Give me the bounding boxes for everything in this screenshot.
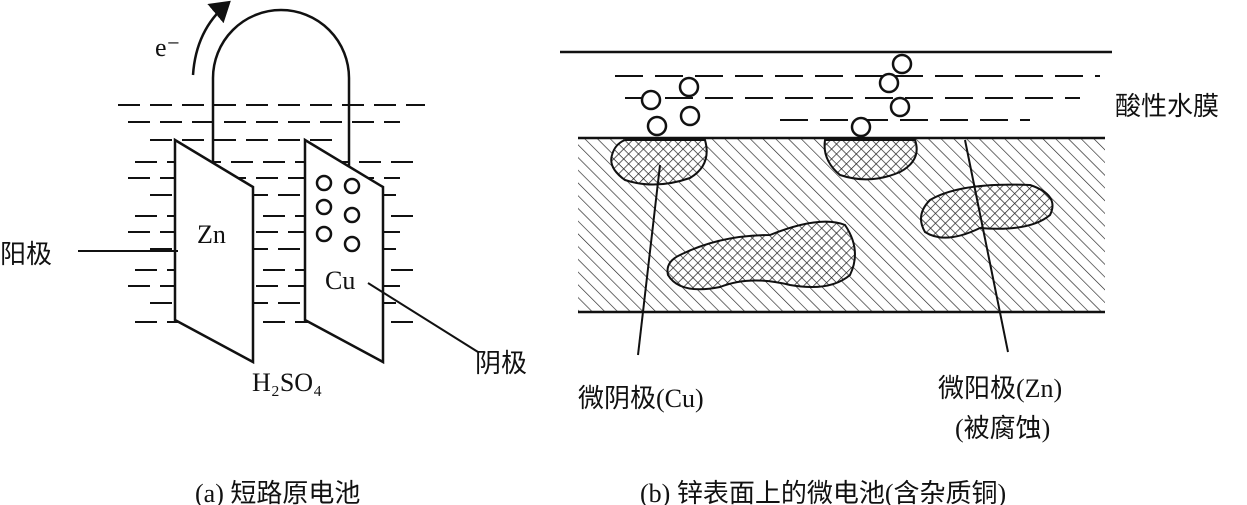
electron-flow-arrow xyxy=(191,0,231,76)
zn-plate xyxy=(173,137,255,365)
caption-a: (a) 短路原电池 xyxy=(195,479,361,505)
micro-anode-label: 微阳极(Zn) xyxy=(938,374,1063,403)
cu-plate xyxy=(303,137,385,365)
copper-impurities xyxy=(610,139,1054,291)
corroded-label: (被腐蚀) xyxy=(955,414,1051,443)
hydrogen-bubbles xyxy=(315,174,361,253)
electrolyte-label: H₂SO₄ xyxy=(252,368,323,397)
cu-label: Cu xyxy=(325,266,356,295)
cathode-label: 阴极 xyxy=(475,349,528,378)
acid-film-label: 酸性水膜 xyxy=(1115,92,1220,121)
electron-label: e⁻ xyxy=(155,33,181,62)
film-bubbles xyxy=(640,53,913,138)
zn-label: Zn xyxy=(197,220,226,249)
wire xyxy=(211,8,351,170)
cathode-leader xyxy=(367,282,479,353)
water-film-dashes xyxy=(615,75,1100,121)
micro-cathode-leader xyxy=(637,164,661,356)
micro-anode-leader xyxy=(964,139,1009,353)
micro-cathode-label: 微阴极(Cu) xyxy=(578,384,704,413)
anode-label: 阳极 xyxy=(0,240,53,269)
caption-b: (b) 锌表面上的微电池(含杂质铜) xyxy=(640,479,1007,505)
